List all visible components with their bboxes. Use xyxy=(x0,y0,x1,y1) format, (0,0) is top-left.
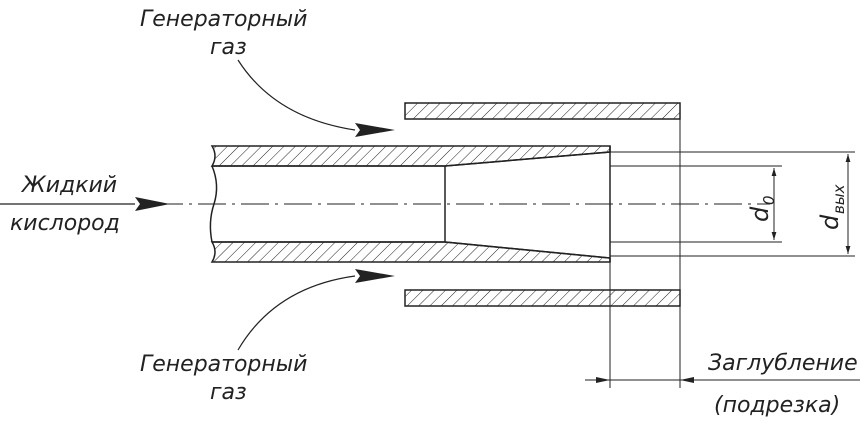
gas-bottom-arrow-head xyxy=(355,269,395,283)
gas-bottom-arrow-curve xyxy=(237,275,356,351)
svg-text:d: d xyxy=(816,214,844,230)
inner-tube-top-wall xyxy=(210,145,611,167)
dout-label: d вых xyxy=(816,184,848,230)
recess-arrow-right xyxy=(680,377,694,383)
gas-bottom-label-line1: Генераторный xyxy=(140,352,307,377)
gas-top-arrow-curve xyxy=(237,59,356,131)
recess-label-line1: Заглубление xyxy=(708,351,858,376)
gas-bottom-label-line2: газ xyxy=(210,380,247,405)
oxygen-label-line1: Жидкий xyxy=(20,173,117,198)
oxygen-label-line2: кислород xyxy=(10,211,120,236)
cone-top-line xyxy=(444,151,611,167)
outer-sleeve-bottom xyxy=(404,289,681,307)
recess-label-line2: (подрезка) xyxy=(714,393,840,418)
outer-sleeve-top xyxy=(404,102,681,120)
svg-text:вых: вых xyxy=(830,184,848,214)
recess-arrow-left xyxy=(596,377,610,383)
oxygen-arrow-head xyxy=(135,197,170,211)
d0-label: d 0 xyxy=(746,195,778,222)
gas-top-label-line1: Генераторный xyxy=(140,7,307,32)
svg-text:0: 0 xyxy=(760,195,778,205)
gas-top-arrow-head xyxy=(355,123,395,137)
svg-text:d: d xyxy=(746,206,774,222)
gas-top-label-line2: газ xyxy=(210,35,247,60)
cone-bottom-line xyxy=(444,241,611,259)
